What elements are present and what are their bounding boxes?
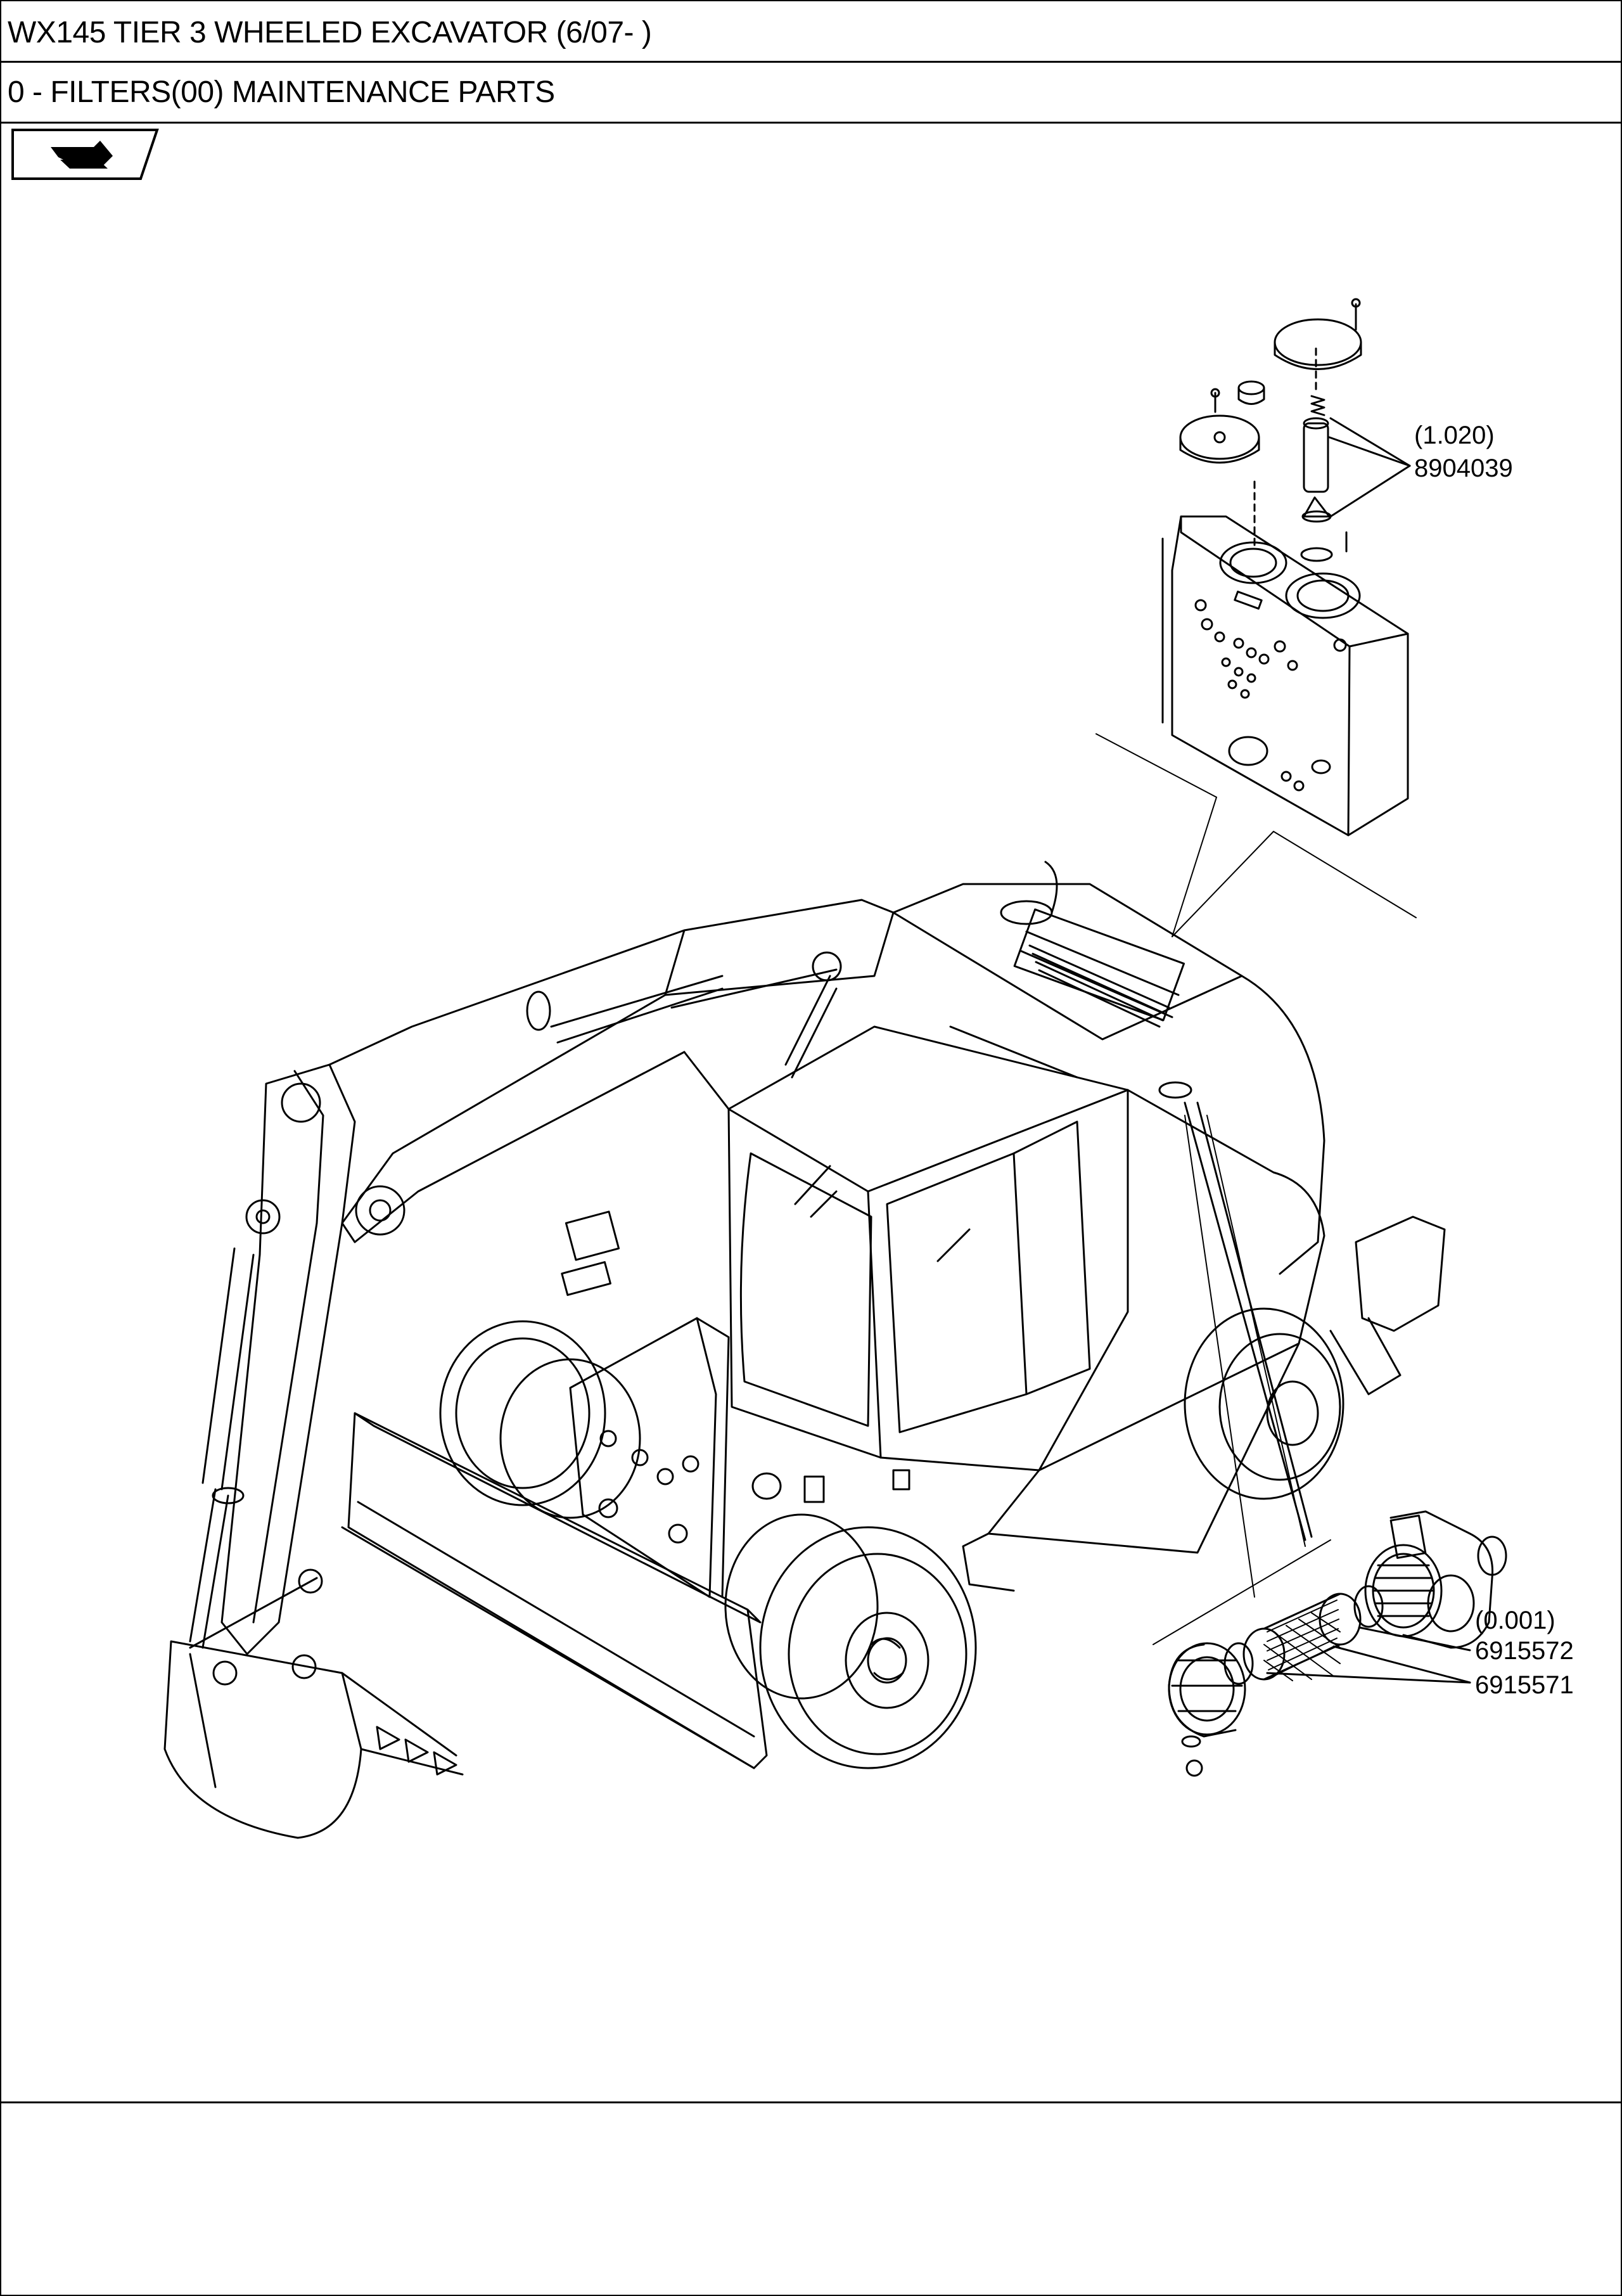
- air-filter-outer-part-number: 6915571: [1475, 1671, 1574, 1699]
- air-filter-assembly: [1153, 1115, 1507, 1777]
- header-divider: [0, 61, 1622, 63]
- section-title: 0 - FILTERS(00) MAINTENANCE PARTS: [8, 75, 555, 109]
- air-filter-inner-part-number: 6915572: [1475, 1637, 1574, 1665]
- back-button[interactable]: [11, 129, 159, 180]
- hydraulic-tank-assembly: [1161, 298, 1411, 837]
- hydraulic-filter-qty-label: (1.020): [1414, 421, 1495, 449]
- air-filter-qty-label: (0.001): [1475, 1607, 1555, 1634]
- section-divider: [0, 122, 1622, 124]
- excavator-illustration: [163, 861, 1446, 1839]
- zoom-lines: [1095, 733, 1417, 937]
- return-arrow-icon: [51, 141, 113, 169]
- footer-divider: [0, 2101, 1622, 2103]
- page-title: WX145 TIER 3 WHEELED EXCAVATOR (6/07- ): [8, 16, 652, 49]
- hydraulic-filter-part-number: 8904039: [1414, 454, 1513, 482]
